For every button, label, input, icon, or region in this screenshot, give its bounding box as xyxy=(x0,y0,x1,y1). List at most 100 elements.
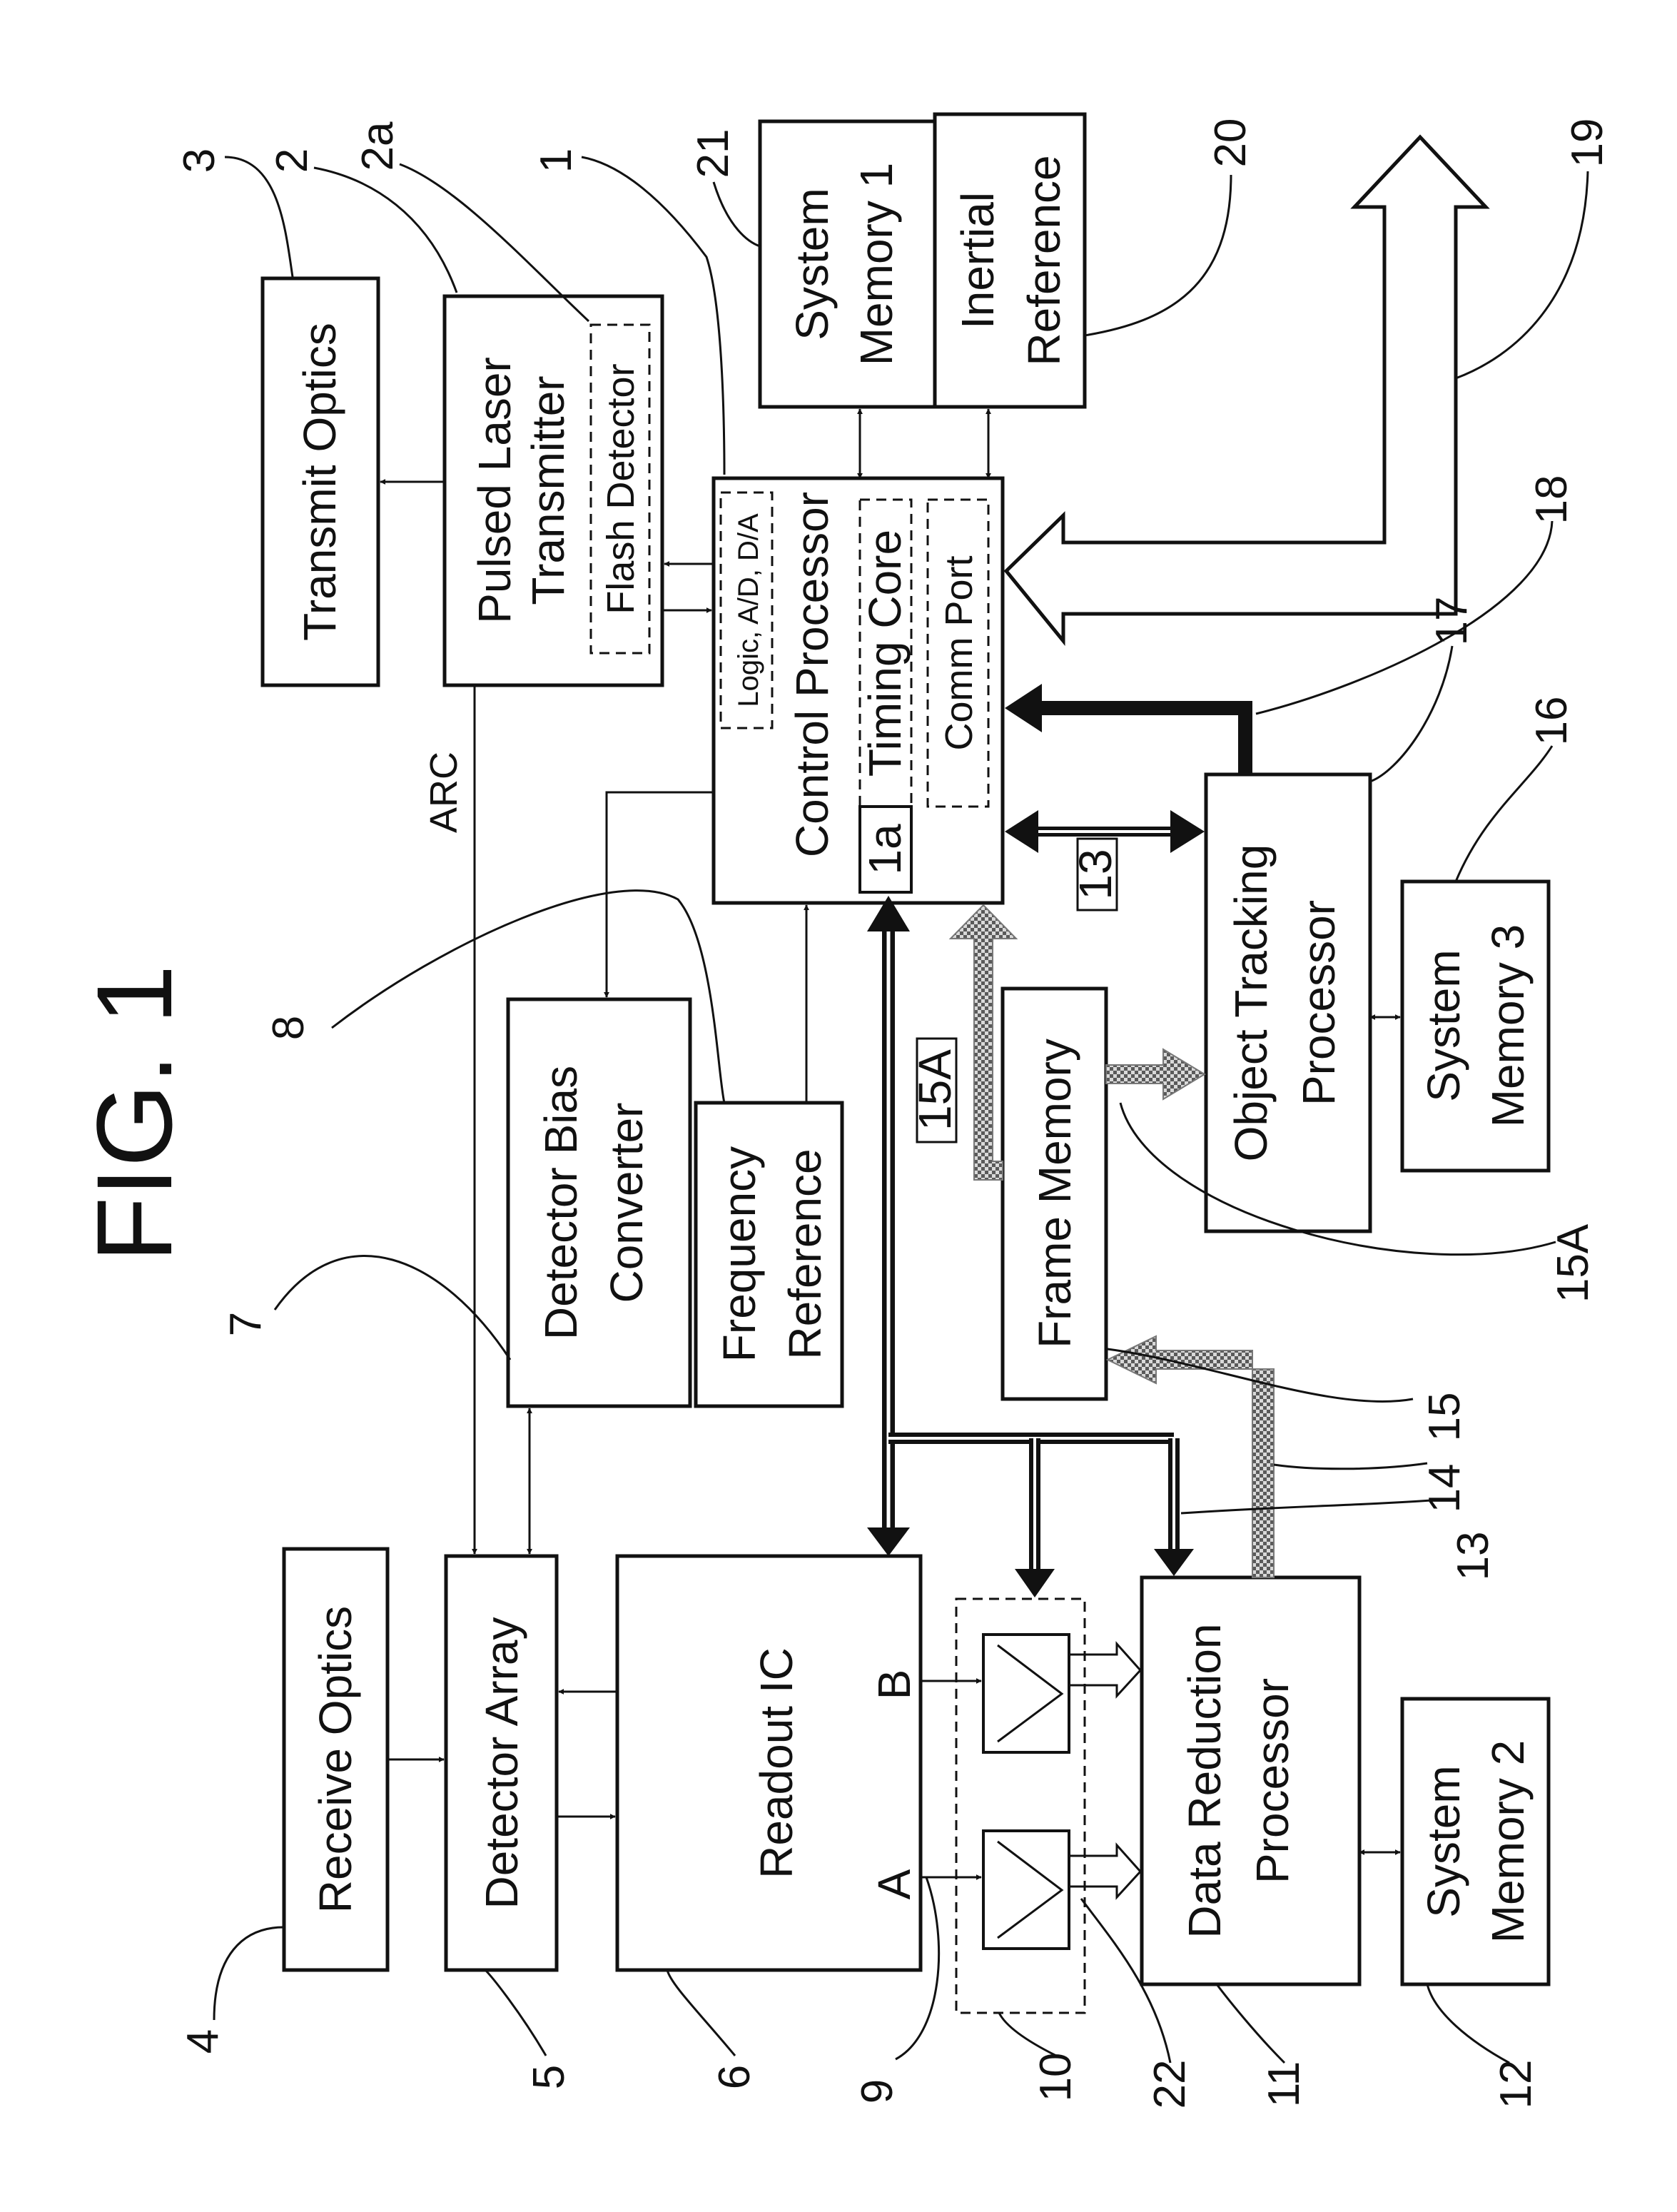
tracking-label-line1: Object Tracking xyxy=(1225,844,1277,1162)
numeral-11: 11 xyxy=(1260,2061,1309,2107)
numeral-15a: 15A xyxy=(1549,1223,1598,1303)
freq-label-line1: Frequency xyxy=(714,1146,765,1362)
leader-17 xyxy=(1370,646,1452,782)
tracking-to-control-arrowhead xyxy=(1005,684,1042,732)
numeral-2a: 2a xyxy=(353,121,402,171)
inertial-reference-block: Inertial Reference xyxy=(935,114,1085,407)
receive-optics-block: Receive Optics xyxy=(284,1549,387,1970)
data-reduction-processor-block: Data Reduction Processor xyxy=(1142,1577,1359,1984)
memory3-label-line2: Memory 3 xyxy=(1482,924,1534,1128)
leader-11 xyxy=(1217,1984,1285,2063)
numeral-22: 22 xyxy=(1145,2060,1195,2109)
detector-array-label: Detector Array xyxy=(476,1617,527,1909)
amp-output-arrows xyxy=(1069,1644,1140,1897)
numeral-3: 3 xyxy=(175,148,224,173)
control-processor-label: Control Processor xyxy=(786,492,838,857)
inertial-label-line1: Inertial xyxy=(952,192,1003,329)
detector-array-block: Detector Array xyxy=(446,1556,557,1970)
system-memory-1-block: System Memory 1 xyxy=(760,121,940,407)
receive-optics-label: Receive Optics xyxy=(310,1606,361,1913)
flash-detector-label: Flash Detector xyxy=(599,363,642,614)
channel-b-label: B xyxy=(868,1670,920,1700)
transmit-optics-label: Transmit Optics xyxy=(294,323,345,641)
memory1-label-line1: System xyxy=(786,188,838,340)
numeral-8: 8 xyxy=(264,1016,313,1040)
laser-label-line1: Pulsed Laser xyxy=(469,357,520,624)
transmit-optics-block: Transmit Optics xyxy=(263,278,378,685)
amp-b-output-arrow xyxy=(1069,1644,1140,1696)
figure-title: FIG. 1 xyxy=(74,965,194,1263)
readout-ic-label: Readout IC xyxy=(751,1647,802,1879)
amplifier-b-box xyxy=(983,1635,1069,1752)
frame-memory-block: Frame Memory xyxy=(1003,989,1106,1399)
numeral-16: 16 xyxy=(1527,697,1576,746)
detector-bias-converter-block: Detector Bias Converter xyxy=(508,999,690,1406)
leader-13 xyxy=(1181,1499,1452,1513)
numeral-20: 20 xyxy=(1206,118,1255,168)
memory3-label-line1: System xyxy=(1418,949,1469,1101)
frame-memory-label: Frame Memory xyxy=(1029,1039,1080,1348)
frame-memory-to-tracking-path xyxy=(1106,1049,1205,1099)
bus-bottom-arrowhead xyxy=(867,1527,910,1556)
leader-12 xyxy=(1427,1984,1509,2063)
memory2-label-line2: Memory 2 xyxy=(1482,1740,1534,1944)
numeral-10: 10 xyxy=(1031,2053,1080,2102)
control-to-bias-line xyxy=(607,792,714,997)
leader-2 xyxy=(314,168,457,293)
bias-label-line2: Converter xyxy=(601,1103,652,1303)
amplifier-a-box xyxy=(983,1831,1069,1949)
bus-branch-amp-arrowhead xyxy=(1015,1569,1055,1597)
leader-16 xyxy=(1456,746,1552,882)
bus-branch-reduction-arrowhead xyxy=(1154,1549,1194,1576)
numeral-2: 2 xyxy=(268,148,317,173)
amp-a-output-arrow xyxy=(1069,1845,1140,1897)
tracking-to-control-line xyxy=(1038,708,1245,774)
sub-1a-label: 1a xyxy=(859,824,911,875)
channel-a-label: A xyxy=(868,1869,920,1899)
leader-21 xyxy=(714,182,760,246)
bus-13-label: 13 xyxy=(1070,849,1121,899)
timing-core-label: Timing Core xyxy=(859,530,911,777)
numeral-19: 19 xyxy=(1563,118,1612,168)
system-memory-2-block: System Memory 2 xyxy=(1402,1699,1549,1984)
numeral-14: 14 xyxy=(1420,1464,1469,1513)
numeral-6: 6 xyxy=(710,2065,759,2089)
readout-ic-block: Readout IC A B xyxy=(617,1556,921,1970)
bus-control-arrowhead xyxy=(1005,810,1038,853)
numeral-17: 17 xyxy=(1427,597,1476,646)
numeral-15: 15 xyxy=(1420,1393,1469,1442)
inertial-label-line2: Reference xyxy=(1018,155,1070,365)
pulsed-laser-transmitter-block: Pulsed Laser Transmitter Flash Detector xyxy=(445,296,662,685)
object-tracking-processor-block: Object Tracking Processor xyxy=(1206,774,1370,1231)
reduction-label-line1: Data Reduction xyxy=(1179,1623,1230,1938)
system-memory-3-block: System Memory 3 xyxy=(1402,882,1549,1171)
logic-ad-da-label: Logic, A/D, D/A xyxy=(733,513,764,707)
reduction-label-line2: Processor xyxy=(1247,1678,1298,1884)
tracking-to-control-link xyxy=(1005,684,1245,774)
arc-label: ARC xyxy=(422,752,465,833)
leader-14 xyxy=(1274,1463,1427,1469)
memory1-label-line2: Memory 1 xyxy=(851,163,902,366)
freq-label-line2: Reference xyxy=(779,1148,831,1359)
leader-3 xyxy=(225,157,293,277)
reduction-to-frame-memory-path xyxy=(1108,1336,1274,1577)
leader-5 xyxy=(485,1970,546,2056)
leader-4 xyxy=(214,1927,284,2020)
laser-label-line2: Transmitter xyxy=(522,375,574,605)
comm-port-label: Comm Port xyxy=(938,555,981,750)
amplifier-group xyxy=(956,1599,1085,2013)
bus-15a-label: 15A xyxy=(909,1049,961,1131)
leader-20 xyxy=(1085,175,1231,335)
numeral-12: 12 xyxy=(1491,2060,1541,2109)
numeral-7: 7 xyxy=(221,1312,270,1336)
frequency-reference-block: Frequency Reference xyxy=(696,1103,842,1406)
numeral-18: 18 xyxy=(1527,475,1576,525)
leader-10 xyxy=(999,2013,1056,2056)
numeral-21: 21 xyxy=(689,129,738,178)
tracking-label-line2: Processor xyxy=(1293,900,1344,1106)
numeral-13: 13 xyxy=(1449,1532,1498,1581)
numeral-9: 9 xyxy=(853,2079,902,2104)
control-processor-block: Logic, A/D, D/A Control Processor 1a Tim… xyxy=(714,478,1003,903)
memory2-label-line1: System xyxy=(1418,1765,1469,1917)
